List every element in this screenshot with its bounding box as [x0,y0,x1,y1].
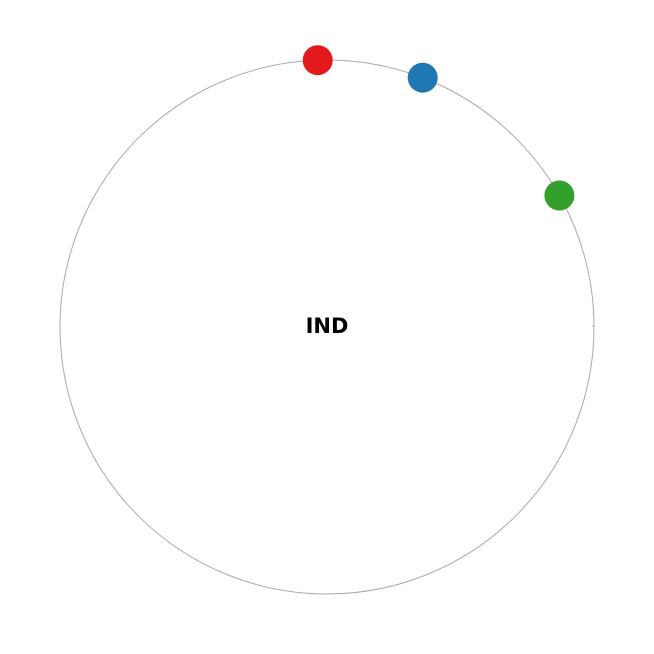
ring-marker-2 [407,62,438,93]
marker-group [302,45,575,211]
ring-marker-1 [302,45,333,76]
center-label: IND [306,314,349,338]
ring-marker-3 [544,180,575,211]
